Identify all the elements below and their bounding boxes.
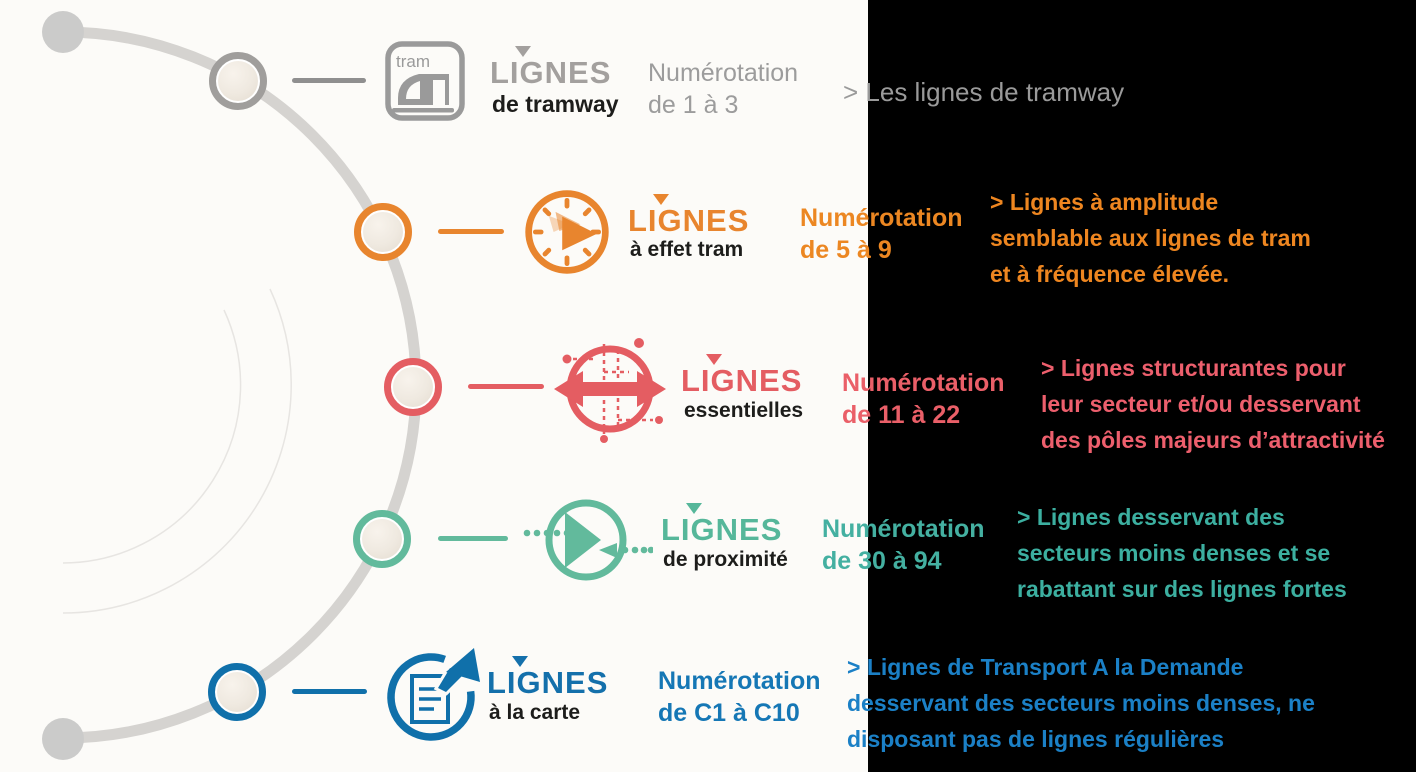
tram-icon-label: tram [396, 52, 430, 71]
logo-subtitle: à effet tram [630, 238, 744, 261]
connector-line [468, 384, 544, 389]
description-line: leur secteur et/ou desservant [1041, 391, 1361, 417]
black-panel [868, 0, 1416, 772]
wordmark-text: LIGNES [487, 665, 609, 700]
logo-subtitle: de proximité [663, 548, 788, 571]
wordmark-text: LIGNES [628, 203, 750, 238]
numbering-label: Numérotation de 1 à 3 [648, 57, 798, 121]
numbering-line: Numérotation [800, 204, 963, 232]
timeline-node-essentielles [384, 358, 442, 416]
numbering-label: Numérotation de 5 à 9 [800, 202, 963, 266]
description-text: > Lignes desservant des secteurs moins d… [1017, 499, 1347, 607]
wordmark-text: LIGNES [490, 55, 612, 90]
timeline-node-a-la-carte [208, 663, 266, 721]
start-dot [42, 11, 84, 53]
lignes-wordmark-essentielles: LIGNES [681, 354, 803, 398]
node-inner [218, 61, 258, 101]
numbering-label: Numérotation de 30 à 94 [822, 513, 985, 577]
numbering-line: Numérotation [822, 515, 985, 543]
description-line: et à fréquence élevée. [990, 261, 1230, 287]
connector-line [438, 536, 508, 541]
numbering-line: de 5 à 9 [800, 236, 892, 264]
description-text: > Lignes à amplitude semblable aux ligne… [990, 184, 1311, 292]
timeline-node-proximite [353, 510, 411, 568]
description-line: disposant pas de lignes régulières [847, 726, 1225, 752]
numbering-line: de 30 à 94 [822, 547, 942, 575]
numbering-label: Numérotation de C1 à C10 [658, 665, 821, 729]
timeline-node-tramway [209, 52, 267, 110]
description-line: des pôles majeurs d’attractivité [1041, 427, 1385, 453]
tram-icon: tram [385, 41, 465, 121]
wordmark-text: LIGNES [661, 512, 783, 547]
double-arrow-icon [554, 338, 666, 443]
wordmark-triangle-icon [515, 46, 531, 57]
clock-play-icon [525, 190, 609, 274]
description-line: desservant des secteurs moins denses, ne [847, 690, 1315, 716]
node-inner [362, 519, 402, 559]
node-inner [217, 672, 257, 712]
description-line: > Lignes desservant des [1017, 504, 1285, 530]
connector-line [292, 78, 366, 83]
description-line: > Lignes structurantes pour [1041, 355, 1346, 381]
decorative-arc [62, 288, 292, 614]
description-line: > Lignes de Transport A la Demande [847, 654, 1244, 680]
description-line: secteurs moins denses et se [1017, 540, 1331, 566]
numbering-line: Numérotation [842, 369, 1005, 397]
description-text: > Lignes de Transport A la Demande desse… [847, 649, 1315, 757]
logo-subtitle: essentielles [684, 399, 804, 422]
lignes-wordmark-tramway: LIGNES [490, 46, 612, 90]
wordmark-text: LIGNES [681, 363, 803, 398]
description-line: rabattant sur des lignes fortes [1017, 576, 1347, 602]
node-inner [363, 212, 403, 252]
logo-subtitle: de tramway [492, 91, 619, 117]
wordmark-triangle-icon [653, 194, 669, 205]
numbering-line: Numérotation [648, 59, 799, 87]
lignes-wordmark-a-la-carte: LIGNES [487, 656, 609, 700]
description-line: > Lignes à amplitude [990, 189, 1219, 215]
play-triangles-icon [523, 499, 653, 581]
numbering-line: Numérotation [658, 667, 821, 695]
document-arrow-icon [387, 644, 484, 741]
numbering-line: de 11 à 22 [842, 401, 961, 429]
wordmark-triangle-icon [512, 656, 528, 667]
node-inner [393, 367, 433, 407]
timeline-node-effet-tram [354, 203, 412, 261]
description-line: > Les lignes de tramway [843, 77, 1125, 107]
connector-line [292, 689, 367, 694]
lignes-wordmark-effet-tram: LIGNES [628, 194, 750, 238]
numbering-label: Numérotation de 11 à 22 [842, 367, 1005, 431]
wordmark-triangle-icon [706, 354, 722, 365]
decorative-arc [62, 309, 242, 564]
lignes-wordmark-proximite: LIGNES [661, 503, 783, 547]
wordmark-triangle-icon [686, 503, 702, 514]
logo-subtitle: à la carte [489, 701, 581, 724]
numbering-line: de 1 à 3 [648, 91, 739, 119]
numbering-line: de C1 à C10 [658, 699, 800, 727]
description-text: > Les lignes de tramway [843, 74, 1124, 110]
connector-line [438, 229, 504, 234]
main-arc [62, 26, 422, 744]
end-dot [42, 718, 84, 760]
description-text: > Lignes structurantes pour leur secteur… [1041, 350, 1385, 458]
description-line: semblable aux lignes de tram [990, 225, 1311, 251]
